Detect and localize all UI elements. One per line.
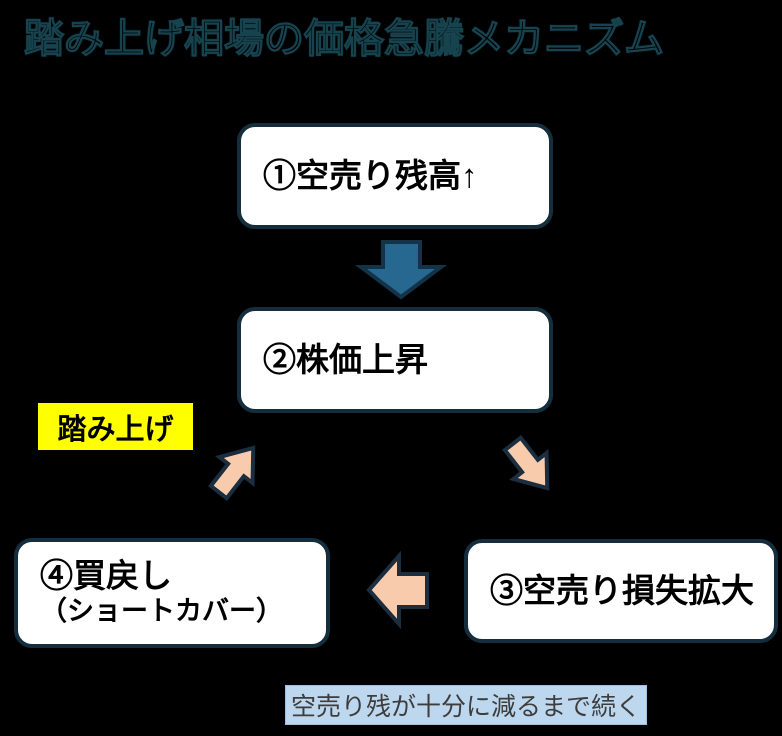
flow-box-step4: ④買戻し （ショートカバー） [14, 538, 330, 648]
arrow-step1-to-step2-icon [355, 240, 447, 300]
flow-box-step2-label: ②株価上昇 [263, 341, 428, 379]
flow-box-step4-label-line1: ④買戻し [40, 557, 172, 595]
slide-title: 踏み上げ相場の価格急騰メカニズム [24, 17, 665, 62]
arrow-step2-to-step3-icon [502, 434, 550, 491]
flow-box-step3: ③空売り損失拡大 [464, 539, 778, 643]
flow-box-step1-label: ①空売り残高↑ [263, 157, 478, 195]
squeeze-highlight-label: 踏み上げ [38, 403, 193, 450]
loop-condition-caption: 空売り残が十分に減るまで続く [285, 685, 647, 725]
arrow-step3-to-step4-icon [366, 550, 429, 630]
flow-box-step2: ②株価上昇 [237, 307, 553, 413]
flow-box-step3-label: ③空売り損失拡大 [490, 572, 754, 610]
arrow-step4-to-step2-icon [208, 445, 256, 502]
flow-box-step1: ①空売り残高↑ [237, 123, 553, 229]
flow-box-step4-label-line2: （ショートカバー） [40, 596, 283, 627]
